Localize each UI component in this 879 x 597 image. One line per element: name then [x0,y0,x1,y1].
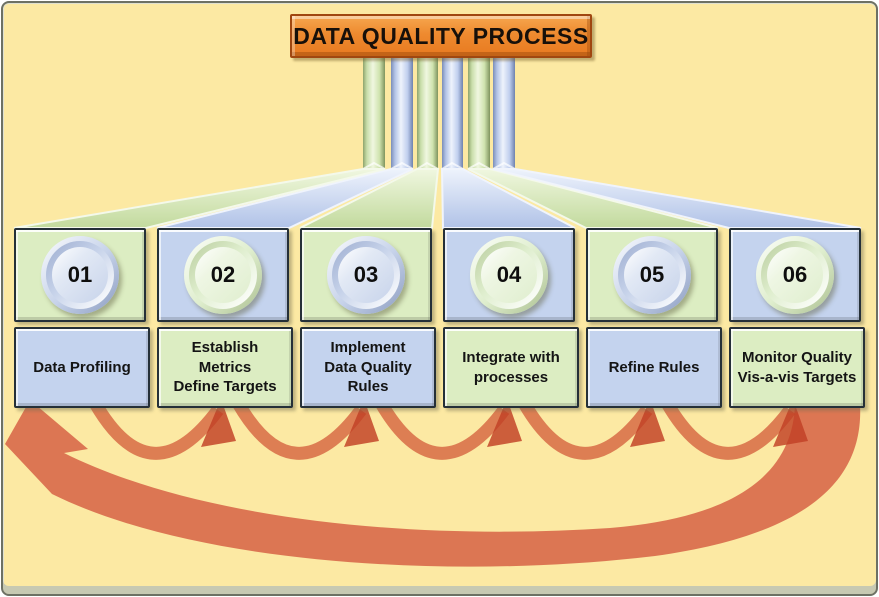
step-1: 01 Data Profiling [14,228,150,408]
step-1-number-button: 01 [41,236,119,314]
step-4-number: 04 [481,247,537,303]
arrowhead-step-6 [773,399,808,447]
step-4-number-box: 04 [443,228,575,322]
step-1-label: Data Profiling [14,327,150,408]
fan-to-step-2 [156,168,414,229]
sequence-arrow-5-6 [661,399,796,460]
step-2-number-button: 02 [184,236,262,314]
step-5-label: Refine Rules [586,327,722,408]
arrowhead-step-3 [344,399,379,447]
ribbon-2 [391,57,413,169]
step-5: 05 Refine Rules [586,228,722,408]
fan-to-step-3 [299,168,440,229]
ribbon-1 [363,57,385,169]
step-4: 04 Integrate with processes [443,228,579,408]
title-ribbons [362,57,516,170]
arrowhead-step-4 [487,399,522,447]
step-4-number-button: 04 [470,236,548,314]
ribbon-5 [468,57,490,169]
step-2-number: 02 [195,247,251,303]
fan-to-step-1 [13,168,386,229]
step-4-label: Integrate with processes [443,327,579,408]
sequence-arrowheads [201,399,808,447]
fan-to-step-4 [440,168,576,229]
step-2-label: Establish Metrics Define Targets [157,327,293,408]
feedback-arrow [5,400,861,567]
step-6-number-button: 06 [756,236,834,314]
ribbon-6 [493,57,515,169]
sequence-arrows [89,399,796,460]
step-3: 03 Implement Data Quality Rules [300,228,436,408]
step-3-button-ring: 03 [332,241,400,309]
step-5-number-button: 05 [613,236,691,314]
step-5-number: 05 [624,247,680,303]
arrowhead-step-5 [630,399,665,447]
step-1-button-ring: 01 [46,241,114,309]
step-3-label: Implement Data Quality Rules [300,327,436,408]
step-3-number-box: 03 [300,228,432,322]
step-3-number: 03 [338,247,394,303]
step-4-button-ring: 04 [475,241,543,309]
step-5-button-ring: 05 [618,241,686,309]
step-6-number: 06 [767,247,823,303]
step-6-label: Monitor Quality Vis-a-vis Targets [729,327,865,408]
step-6-button-ring: 06 [761,241,829,309]
step-1-number-box: 01 [14,228,146,322]
arrowhead-step-2 [201,399,236,447]
step-2: 02 Establish Metrics Define Targets [157,228,293,408]
diagram-title: DATA QUALITY PROCESS [290,14,592,58]
sequence-arrow-1-2 [89,399,224,460]
ribbon-fans [13,168,862,229]
step-6-number-box: 06 [729,228,861,322]
step-2-number-box: 02 [157,228,289,322]
sequence-arrow-3-4 [375,399,510,460]
fan-to-step-6 [492,168,862,229]
step-6: 06 Monitor Quality Vis-a-vis Targets [729,228,865,408]
step-3-number-button: 03 [327,236,405,314]
ribbon-4 [442,57,463,169]
sequence-arrow-2-3 [232,399,367,460]
fan-to-step-5 [467,168,719,229]
step-5-number-box: 05 [586,228,718,322]
step-1-number: 01 [52,247,108,303]
sequence-arrow-4-5 [518,399,653,460]
step-2-button-ring: 02 [189,241,257,309]
ribbon-3 [417,57,438,169]
